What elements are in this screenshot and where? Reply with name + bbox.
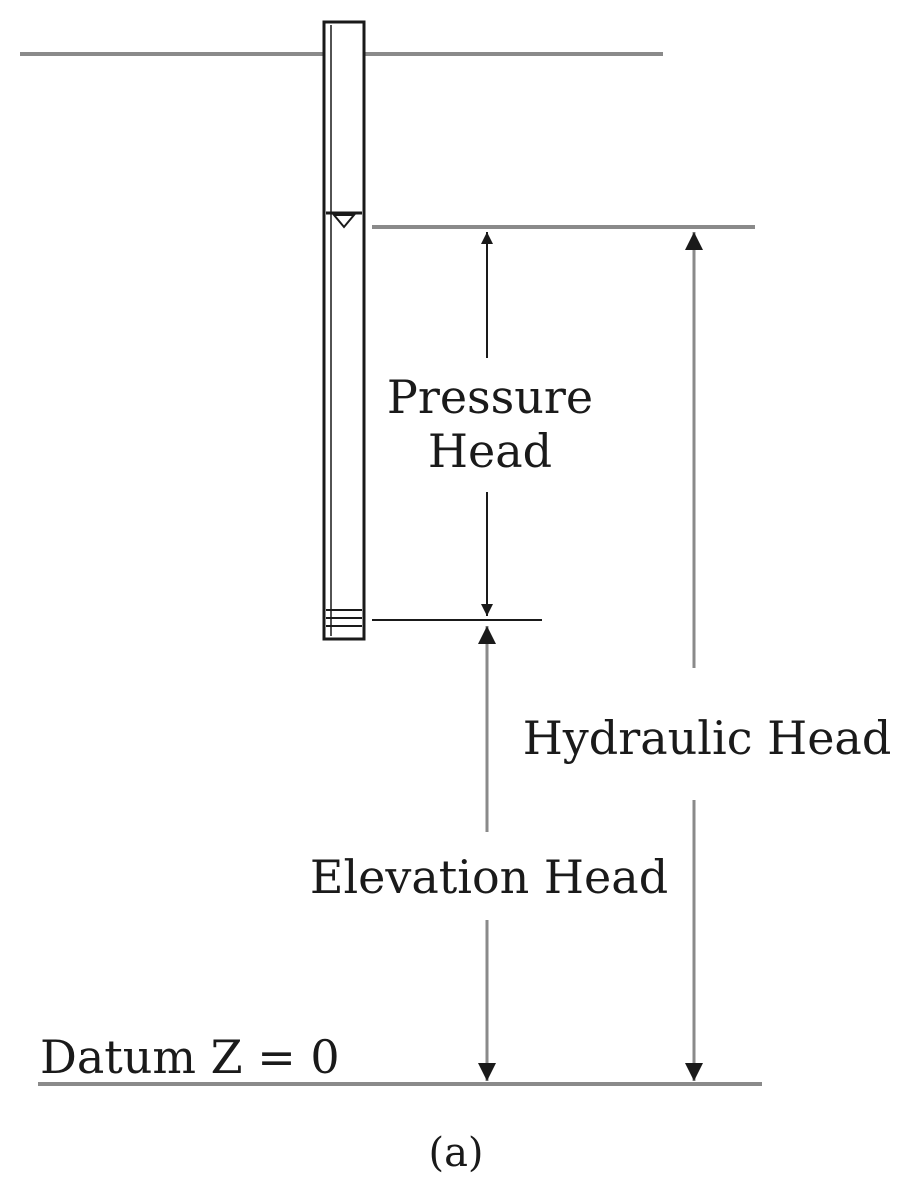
pressure-head-label-line1: Pressure [387, 370, 593, 424]
figure-caption: (a) [428, 1130, 483, 1176]
elevation-head-label: Elevation Head [310, 850, 668, 904]
well-screen [326, 609, 362, 627]
piezometer-tube [322, 20, 366, 641]
pressure-head-label-line2: Head [428, 424, 552, 478]
hydraulic-head-label: Hydraulic Head [523, 711, 892, 765]
datum-label: Datum Z = 0 [40, 1030, 340, 1084]
water-level-symbol [331, 214, 357, 229]
